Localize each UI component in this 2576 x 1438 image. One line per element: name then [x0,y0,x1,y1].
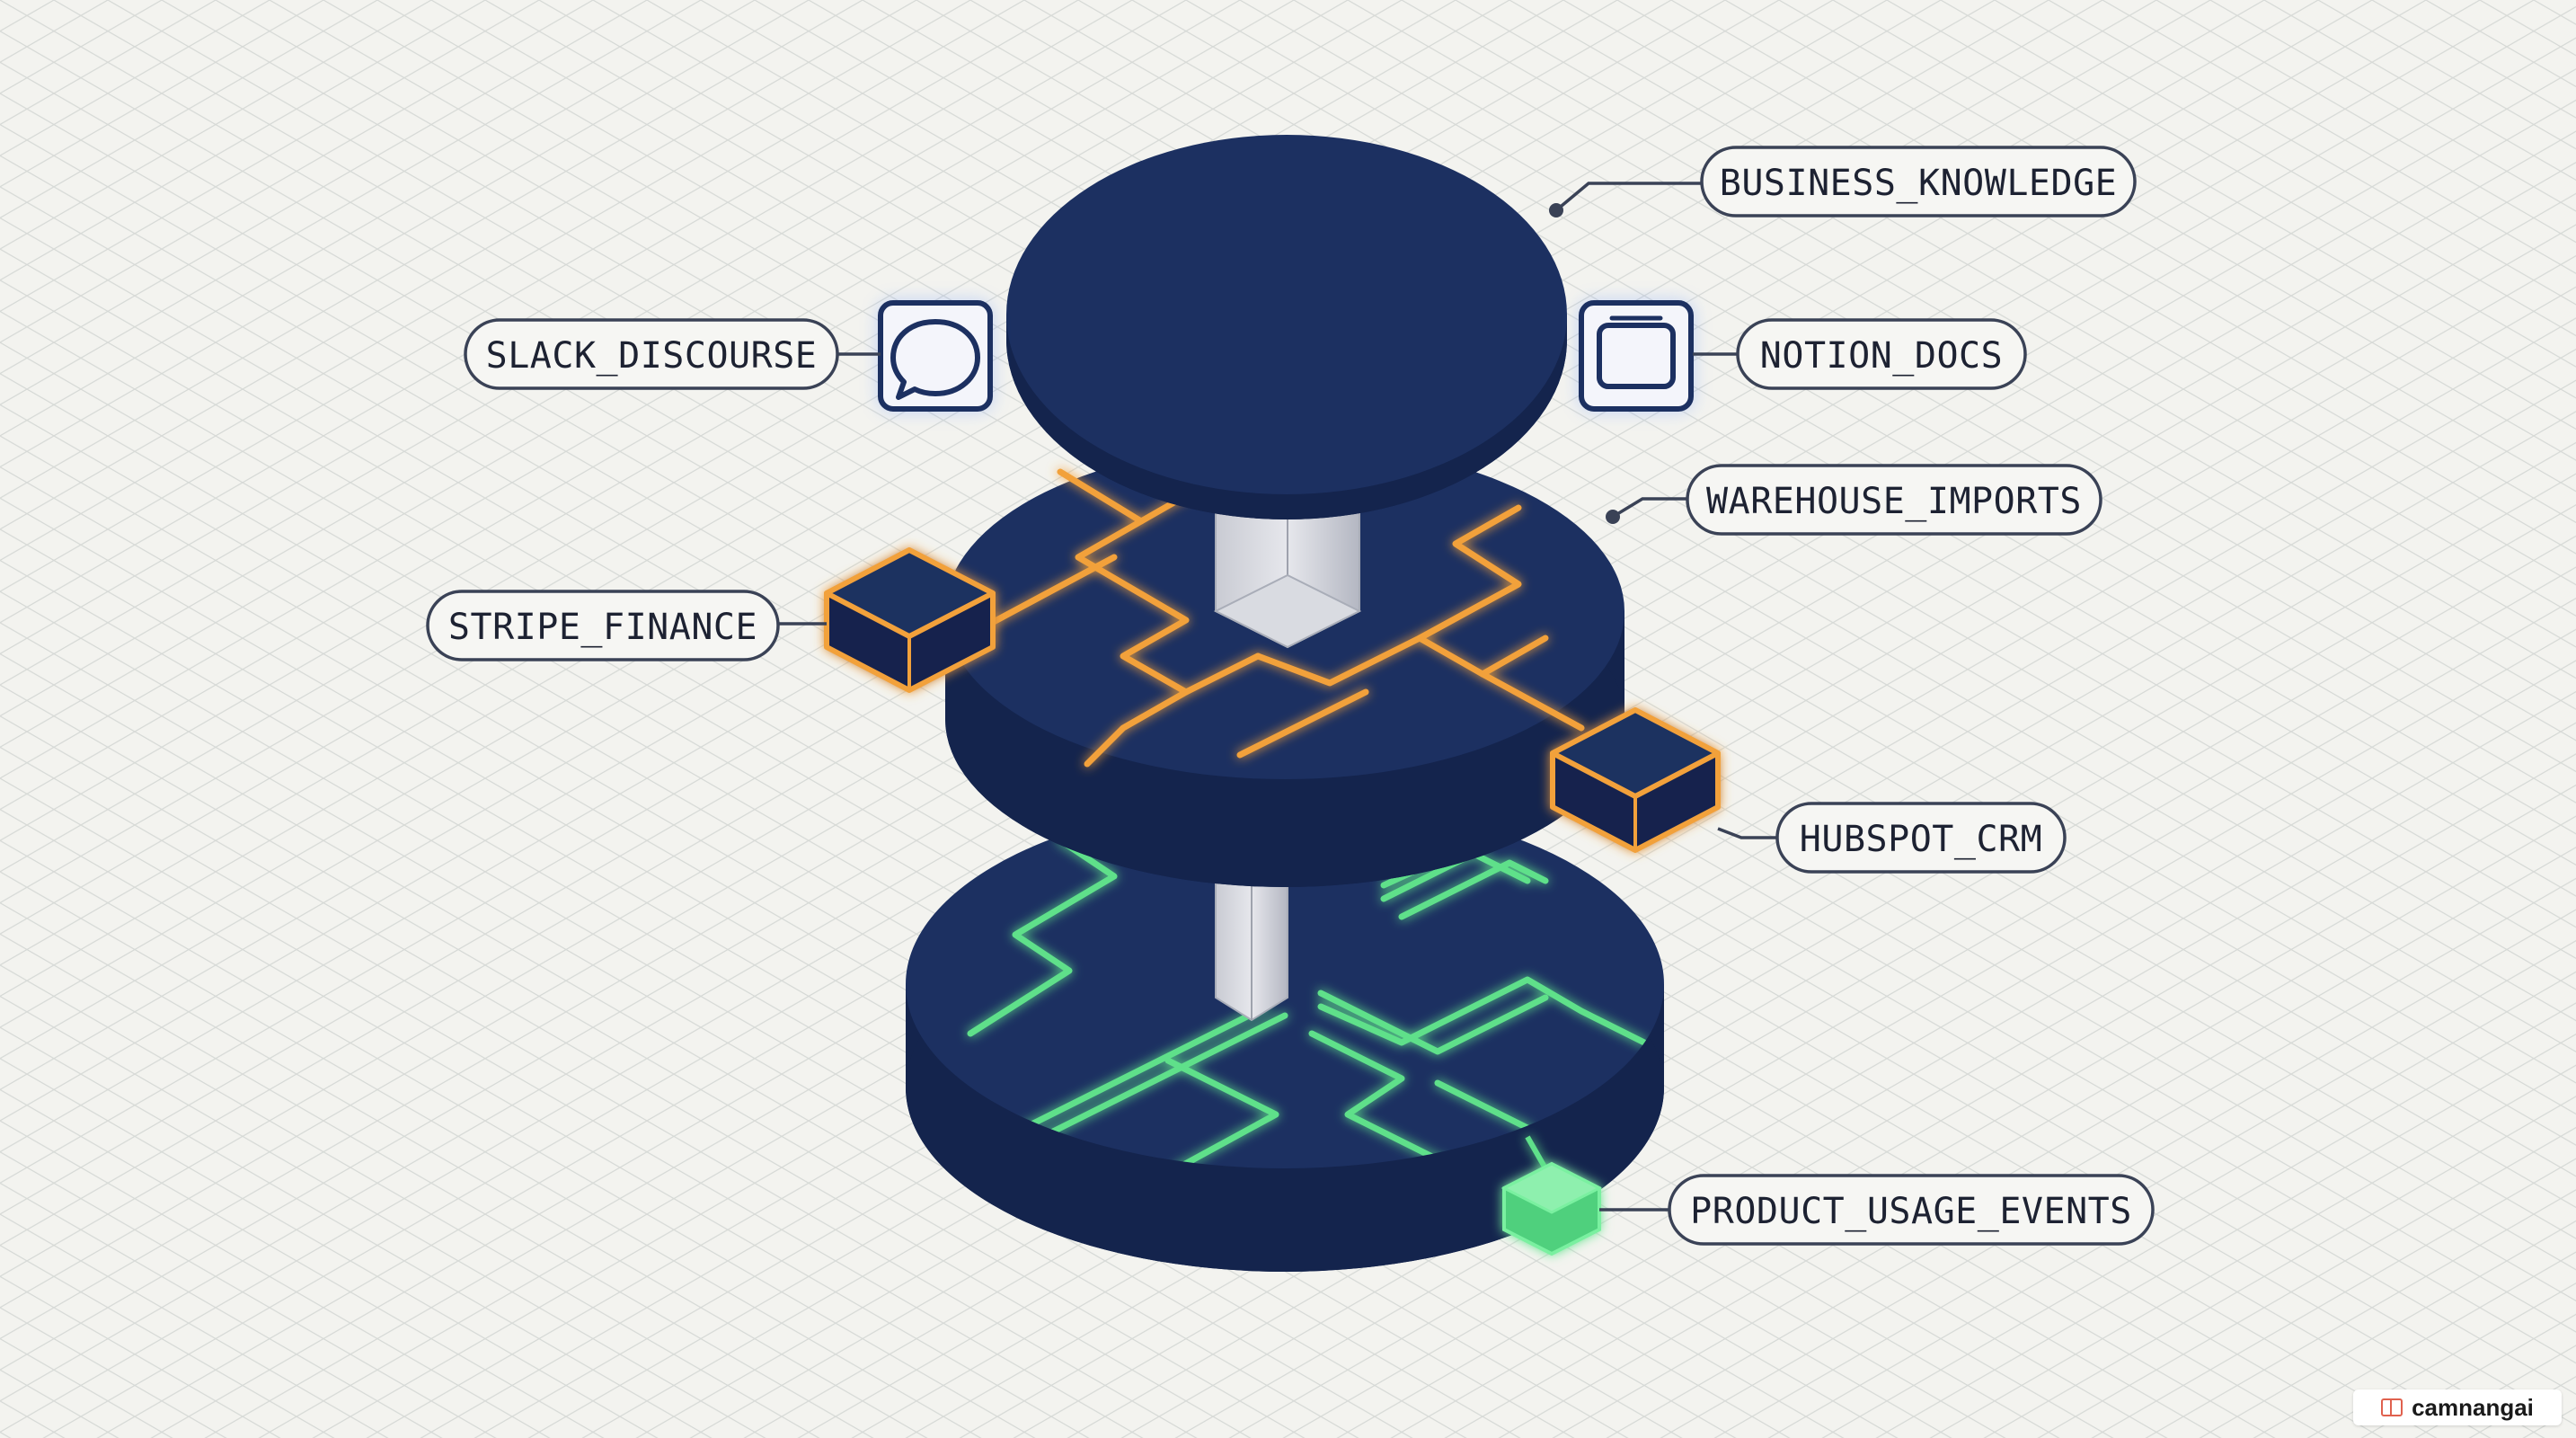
orange-circuit-lines [985,468,1585,768]
label-product-usage-events: PRODUCT_USAGE_EVENTS [1668,1174,2155,1246]
label-notion-docs: NOTION_DOCS [1736,318,2027,390]
label-stripe-finance: STRIPE_FINANCE [426,590,780,661]
notion-icon-box [1579,300,1694,412]
chat-bubble-icon [890,319,980,400]
notion-docs-text: NOTION_DOCS [1760,335,2003,377]
label-warehouse-imports: WAREHOUSE_IMPORTS [1686,464,2102,536]
product-usage-cube-node [1500,1135,1603,1256]
hubspot-cube-node [1550,707,1721,853]
label-slack-discourse: SLACK_DISCOURSE [464,318,839,390]
hubspot-crm-text: HUBSPOT_CRM [1800,819,2042,860]
book-icon [2381,1398,2403,1416]
label-business-knowledge: BUSINESS_KNOWLEDGE [1700,146,2137,217]
warehouse-imports-text: WAREHOUSE_IMPORTS [1706,481,2082,522]
label-hubspot-crm: HUBSPOT_CRM [1775,802,2067,874]
stripe-finance-text: STRIPE_FINANCE [448,607,757,648]
business-knowledge-text: BUSINESS_KNOWLEDGE [1720,163,2117,204]
bottom-layer-disk [906,800,1664,1272]
stripe-cube-node [824,547,996,693]
top-layer-disk [1006,135,1567,519]
slack-icon-box [878,300,993,412]
product-usage-events-text: PRODUCT_USAGE_EVENTS [1690,1191,2132,1232]
slack-discourse-text: SLACK_DISCOURSE [486,335,818,377]
watermark-badge: camnangai [2353,1389,2562,1425]
window-icon [1597,315,1676,389]
leader-lines [778,182,1779,1212]
watermark-text: camnangai [2412,1393,2534,1421]
